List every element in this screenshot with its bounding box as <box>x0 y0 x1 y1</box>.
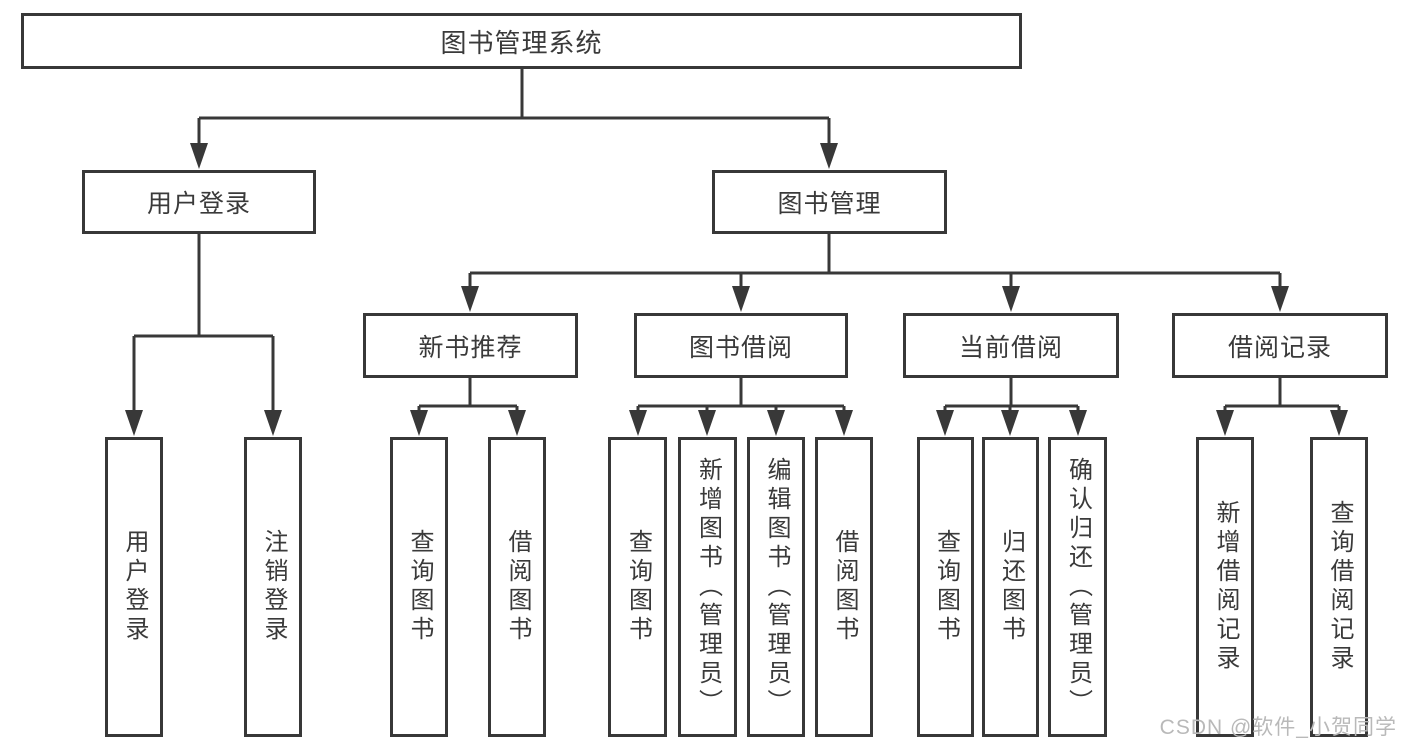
arrowhead <box>1330 410 1348 436</box>
arrowhead <box>936 410 954 436</box>
arrowhead <box>1069 410 1087 436</box>
arrowhead <box>767 410 785 436</box>
leaf-logout: 注销登录 <box>244 437 302 737</box>
node-borrowing-records: 借阅记录 <box>1172 313 1388 378</box>
node-current-borrowing: 当前借阅 <box>903 313 1119 378</box>
node-label: 查询图书 <box>624 529 652 645</box>
node-label: 新增图书（管理员） <box>694 456 722 718</box>
arrowhead <box>1002 286 1020 312</box>
csdn-watermark: CSDN @软件_小贺同学 <box>1159 716 1397 739</box>
arrowhead <box>732 286 750 312</box>
node-user-login: 用户登录 <box>82 170 316 234</box>
node-label: 借阅图书 <box>504 529 531 645</box>
node-label: 归还图书 <box>997 529 1025 645</box>
leaf-user-login: 用户登录 <box>105 437 163 737</box>
leaf-borrow-books-recommend: 借阅图书 <box>488 437 546 737</box>
node-label: 新增借阅记录 <box>1212 500 1239 674</box>
node-label: 图书管理系统 <box>440 27 603 58</box>
node-label: 注销登录 <box>260 529 287 645</box>
node-label: 用户登录 <box>146 190 251 218</box>
arrowhead <box>125 410 143 436</box>
node-label: 用户登录 <box>121 529 148 645</box>
leaf-add-borrow-record: 新增借阅记录 <box>1196 437 1254 737</box>
arrowhead <box>1271 286 1289 312</box>
node-book-borrowing: 图书借阅 <box>634 313 848 378</box>
node-label: 当前借阅 <box>958 333 1063 362</box>
node-label: 查询图书 <box>406 529 433 645</box>
arrowhead <box>508 410 526 436</box>
node-label: 图书借阅 <box>688 333 793 362</box>
leaf-edit-book-admin: 编辑图书（管理员） <box>747 437 805 737</box>
node-label: 查询图书 <box>932 529 960 645</box>
node-label: 新书推荐 <box>418 333 523 362</box>
node-label: 确认归还（管理员） <box>1064 456 1092 718</box>
arrowhead <box>820 143 838 169</box>
leaf-return-books: 归还图书 <box>982 437 1039 737</box>
leaf-search-books-current: 查询图书 <box>917 437 974 737</box>
node-new-book-recommendation: 新书推荐 <box>363 313 578 378</box>
arrowhead <box>1216 410 1234 436</box>
arrowhead <box>264 410 282 436</box>
node-label: 借阅图书 <box>831 529 858 645</box>
leaf-search-books-recommend: 查询图书 <box>390 437 448 737</box>
node-book-management: 图书管理 <box>712 170 947 234</box>
node-label: 借阅记录 <box>1227 333 1332 362</box>
arrowhead <box>190 143 208 169</box>
node-library-management-system: 图书管理系统 <box>21 13 1022 69</box>
arrowhead <box>1001 410 1019 436</box>
node-label: 图书管理 <box>777 190 882 218</box>
leaf-search-borrow-record: 查询借阅记录 <box>1310 437 1368 737</box>
arrowhead <box>835 410 853 436</box>
arrowhead <box>629 410 647 436</box>
leaf-search-books-borrowing: 查询图书 <box>608 437 667 737</box>
leaf-confirm-return-admin: 确认归还（管理员） <box>1048 437 1107 737</box>
arrowhead <box>410 410 428 436</box>
node-label: 编辑图书（管理员） <box>763 456 790 718</box>
leaf-borrow-books-borrowing: 借阅图书 <box>815 437 873 737</box>
arrowhead <box>461 286 479 312</box>
arrowhead <box>698 410 716 436</box>
leaf-add-book-admin: 新增图书（管理员） <box>678 437 737 737</box>
node-label: 查询借阅记录 <box>1326 500 1353 674</box>
